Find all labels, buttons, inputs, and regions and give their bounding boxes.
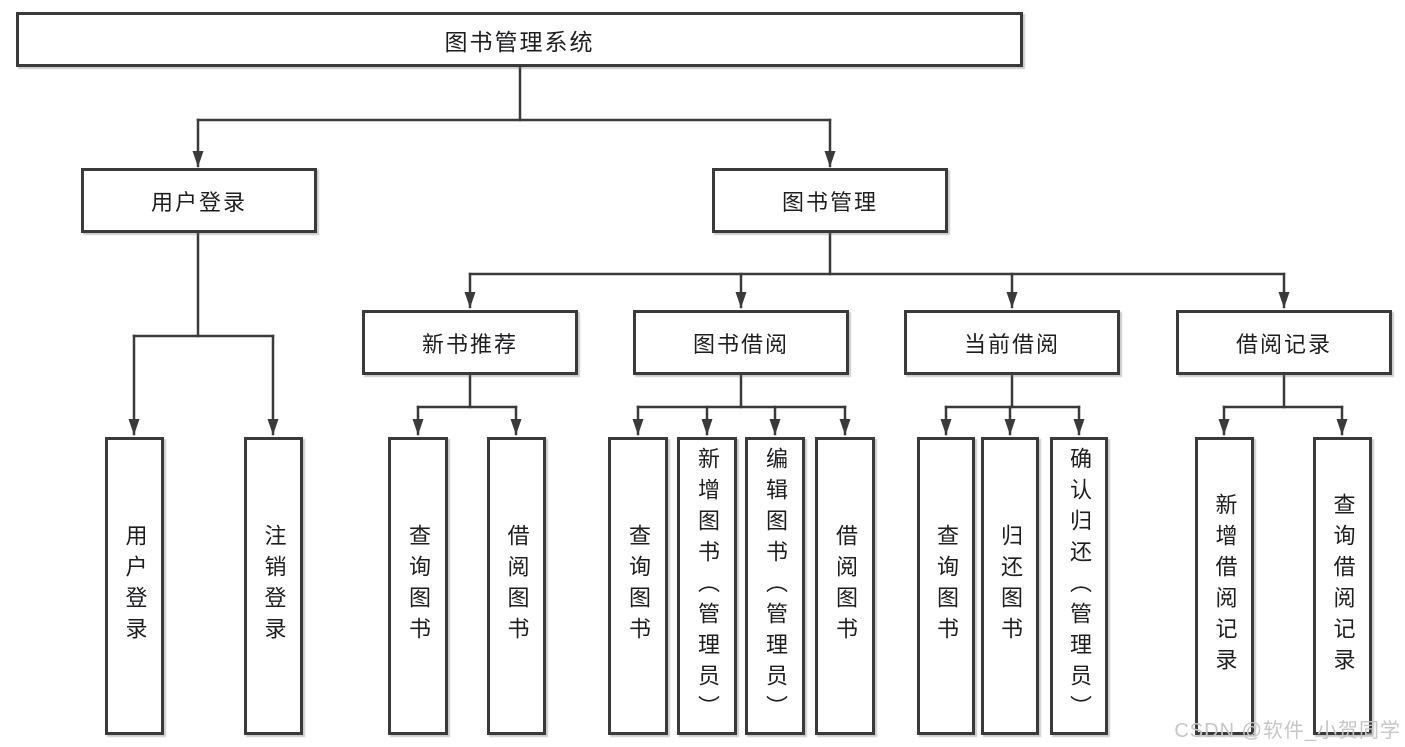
- leaf-current-query-books: 查询图书: [917, 437, 975, 735]
- connector-group: [128, 65, 1348, 436]
- leaf-current-return-books-label: 归还图书: [998, 524, 1023, 648]
- node-book-borrow: 图书借阅: [633, 310, 849, 375]
- leaf-recommend-borrow-books-label: 借阅图书: [504, 524, 530, 648]
- node-book-management: 图书管理: [712, 168, 948, 233]
- csdn-watermark: CSDN @软件_小贺同学: [1174, 720, 1401, 742]
- node-book-borrow-label: 图书借阅: [692, 331, 789, 357]
- leaf-recommend-query-books: 查询图书: [388, 437, 448, 735]
- leaf-records-query-record-label: 查询借阅记录: [1330, 493, 1356, 679]
- node-borrow-records-label: 借阅记录: [1235, 331, 1332, 357]
- leaf-logout-label: 注销登录: [261, 524, 287, 648]
- leaf-user-login-label: 用户登录: [122, 524, 148, 648]
- leaf-current-query-books-label: 查询图书: [934, 524, 959, 648]
- node-current-borrow-label: 当前借阅: [963, 331, 1060, 357]
- leaf-records-add-record-label: 新增借阅记录: [1212, 493, 1238, 679]
- leaf-records-add-record: 新增借阅记录: [1195, 437, 1254, 735]
- leaf-borrow-query-books-label: 查询图书: [626, 524, 651, 648]
- leaf-current-return-books: 归还图书: [981, 437, 1039, 735]
- leaf-borrow-add-books-admin-label: 新增图书（管理员）: [695, 446, 720, 726]
- leaf-user-login: 用户登录: [105, 437, 164, 735]
- leaf-borrow-edit-books-admin: 编辑图书（管理员）: [745, 437, 805, 735]
- leaf-records-query-record: 查询借阅记录: [1313, 437, 1372, 735]
- leaf-recommend-query-books-label: 查询图书: [406, 524, 431, 648]
- node-root: 图书管理系统: [16, 12, 1023, 67]
- node-new-book-recommend-label: 新书推荐: [421, 331, 518, 357]
- leaf-borrow-query-books: 查询图书: [608, 437, 668, 735]
- leaf-recommend-borrow-books: 借阅图书: [487, 437, 546, 735]
- leaf-logout: 注销登录: [244, 437, 303, 735]
- leaf-borrow-edit-books-admin-label: 编辑图书（管理员）: [763, 446, 788, 726]
- leaf-borrow-borrow-books-label: 借阅图书: [833, 524, 858, 648]
- node-user-login: 用户登录: [81, 168, 317, 233]
- node-book-management-label: 图书管理: [781, 189, 878, 215]
- node-user-login-label: 用户登录: [150, 189, 247, 215]
- node-borrow-records: 借阅记录: [1176, 310, 1392, 375]
- leaf-borrow-borrow-books: 借阅图书: [815, 437, 875, 735]
- leaf-current-confirm-return-admin: 确认归还（管理员）: [1050, 437, 1108, 735]
- node-current-borrow: 当前借阅: [904, 310, 1120, 375]
- node-root-label: 图书管理系统: [444, 28, 595, 55]
- node-new-book-recommend: 新书推荐: [362, 310, 578, 375]
- leaf-current-confirm-return-admin-label: 确认归还（管理员）: [1067, 446, 1092, 726]
- leaf-borrow-add-books-admin: 新增图书（管理员）: [677, 437, 737, 735]
